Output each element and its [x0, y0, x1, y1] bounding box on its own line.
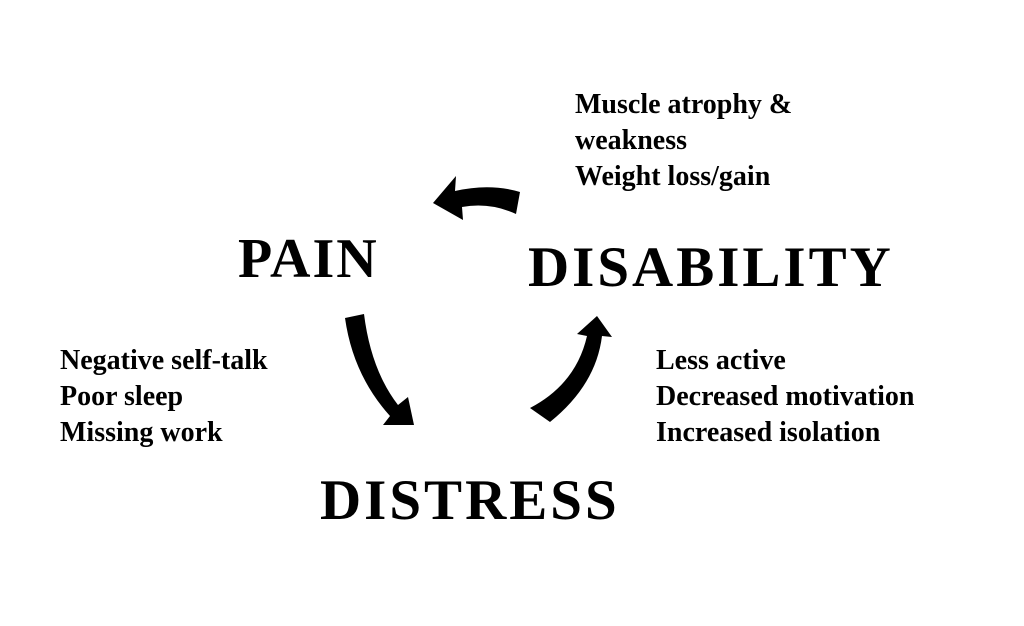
curved-arrow-pain-to-distress-icon	[345, 314, 414, 425]
note-item: Weight loss/gain	[575, 161, 771, 192]
curved-arrow-disability-to-pain-icon	[433, 176, 520, 220]
note-item: Decreased motivation	[656, 381, 915, 412]
notes-disability-to-pain: Muscle atrophy & weakness Weight loss/ga…	[575, 87, 792, 195]
notes-distress-to-disability: Less active Decreased motivation Increas…	[656, 343, 914, 451]
notes-pain-to-distress: Negative self-talk Poor sleep Missing wo…	[60, 343, 268, 451]
node-pain: PAIN	[238, 228, 379, 290]
note-item: Negative self-talk	[60, 345, 268, 376]
note-item: weakness	[575, 125, 688, 156]
note-item: Less active	[656, 345, 786, 376]
note-item: Missing work	[60, 417, 223, 448]
note-item: Muscle atrophy &	[575, 89, 793, 120]
note-item: Increased isolation	[656, 417, 881, 448]
node-distress: DISTRESS	[320, 469, 620, 532]
curved-arrow-distress-to-disability-icon	[530, 316, 612, 422]
node-disability: DISABILITY	[528, 236, 894, 299]
note-item: Poor sleep	[60, 381, 184, 412]
